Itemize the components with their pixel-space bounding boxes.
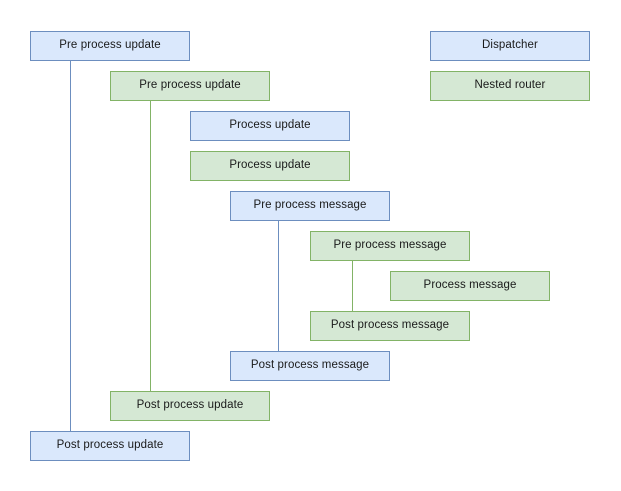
node-process-message-nested[interactable]: Process message [390,271,550,301]
node-label: Post process update [56,439,164,452]
node-pre-process-message-dispatcher[interactable]: Pre process message [230,191,390,221]
node-post-process-update-dispatcher[interactable]: Post process update [30,431,190,461]
node-label: Post process message [330,319,450,332]
node-label: Pre process update [59,39,161,52]
connector-pre-message-to-post-message-dispatcher [278,221,279,351]
node-label: Post process update [136,399,244,412]
node-label: Pre process update [139,79,241,92]
node-post-process-message-nested[interactable]: Post process message [310,311,470,341]
node-pre-process-update-nested[interactable]: Pre process update [110,71,270,101]
node-process-update-nested[interactable]: Process update [190,151,350,181]
node-label: Process update [229,119,311,132]
connector-pre-message-to-post-message-nested [352,261,353,311]
legend-item-label: Nested router [474,79,546,92]
legend-item-nested-router[interactable]: Nested router [430,71,590,101]
node-label: Pre process message [253,199,367,212]
legend-item-dispatcher[interactable]: Dispatcher [430,31,590,61]
connector-pre-update-to-post-update-nested [150,101,151,391]
node-pre-process-update-dispatcher[interactable]: Pre process update [30,31,190,61]
node-label: Process update [229,159,311,172]
connector-pre-update-to-post-update-dispatcher [70,61,71,431]
node-label: Process message [423,279,517,292]
node-post-process-message-dispatcher[interactable]: Post process message [230,351,390,381]
legend-item-label: Dispatcher [482,39,538,52]
node-pre-process-message-nested[interactable]: Pre process message [310,231,470,261]
node-label: Post process message [250,359,370,372]
node-label: Pre process message [333,239,447,252]
node-process-update-dispatcher[interactable]: Process update [190,111,350,141]
node-post-process-update-nested[interactable]: Post process update [110,391,270,421]
